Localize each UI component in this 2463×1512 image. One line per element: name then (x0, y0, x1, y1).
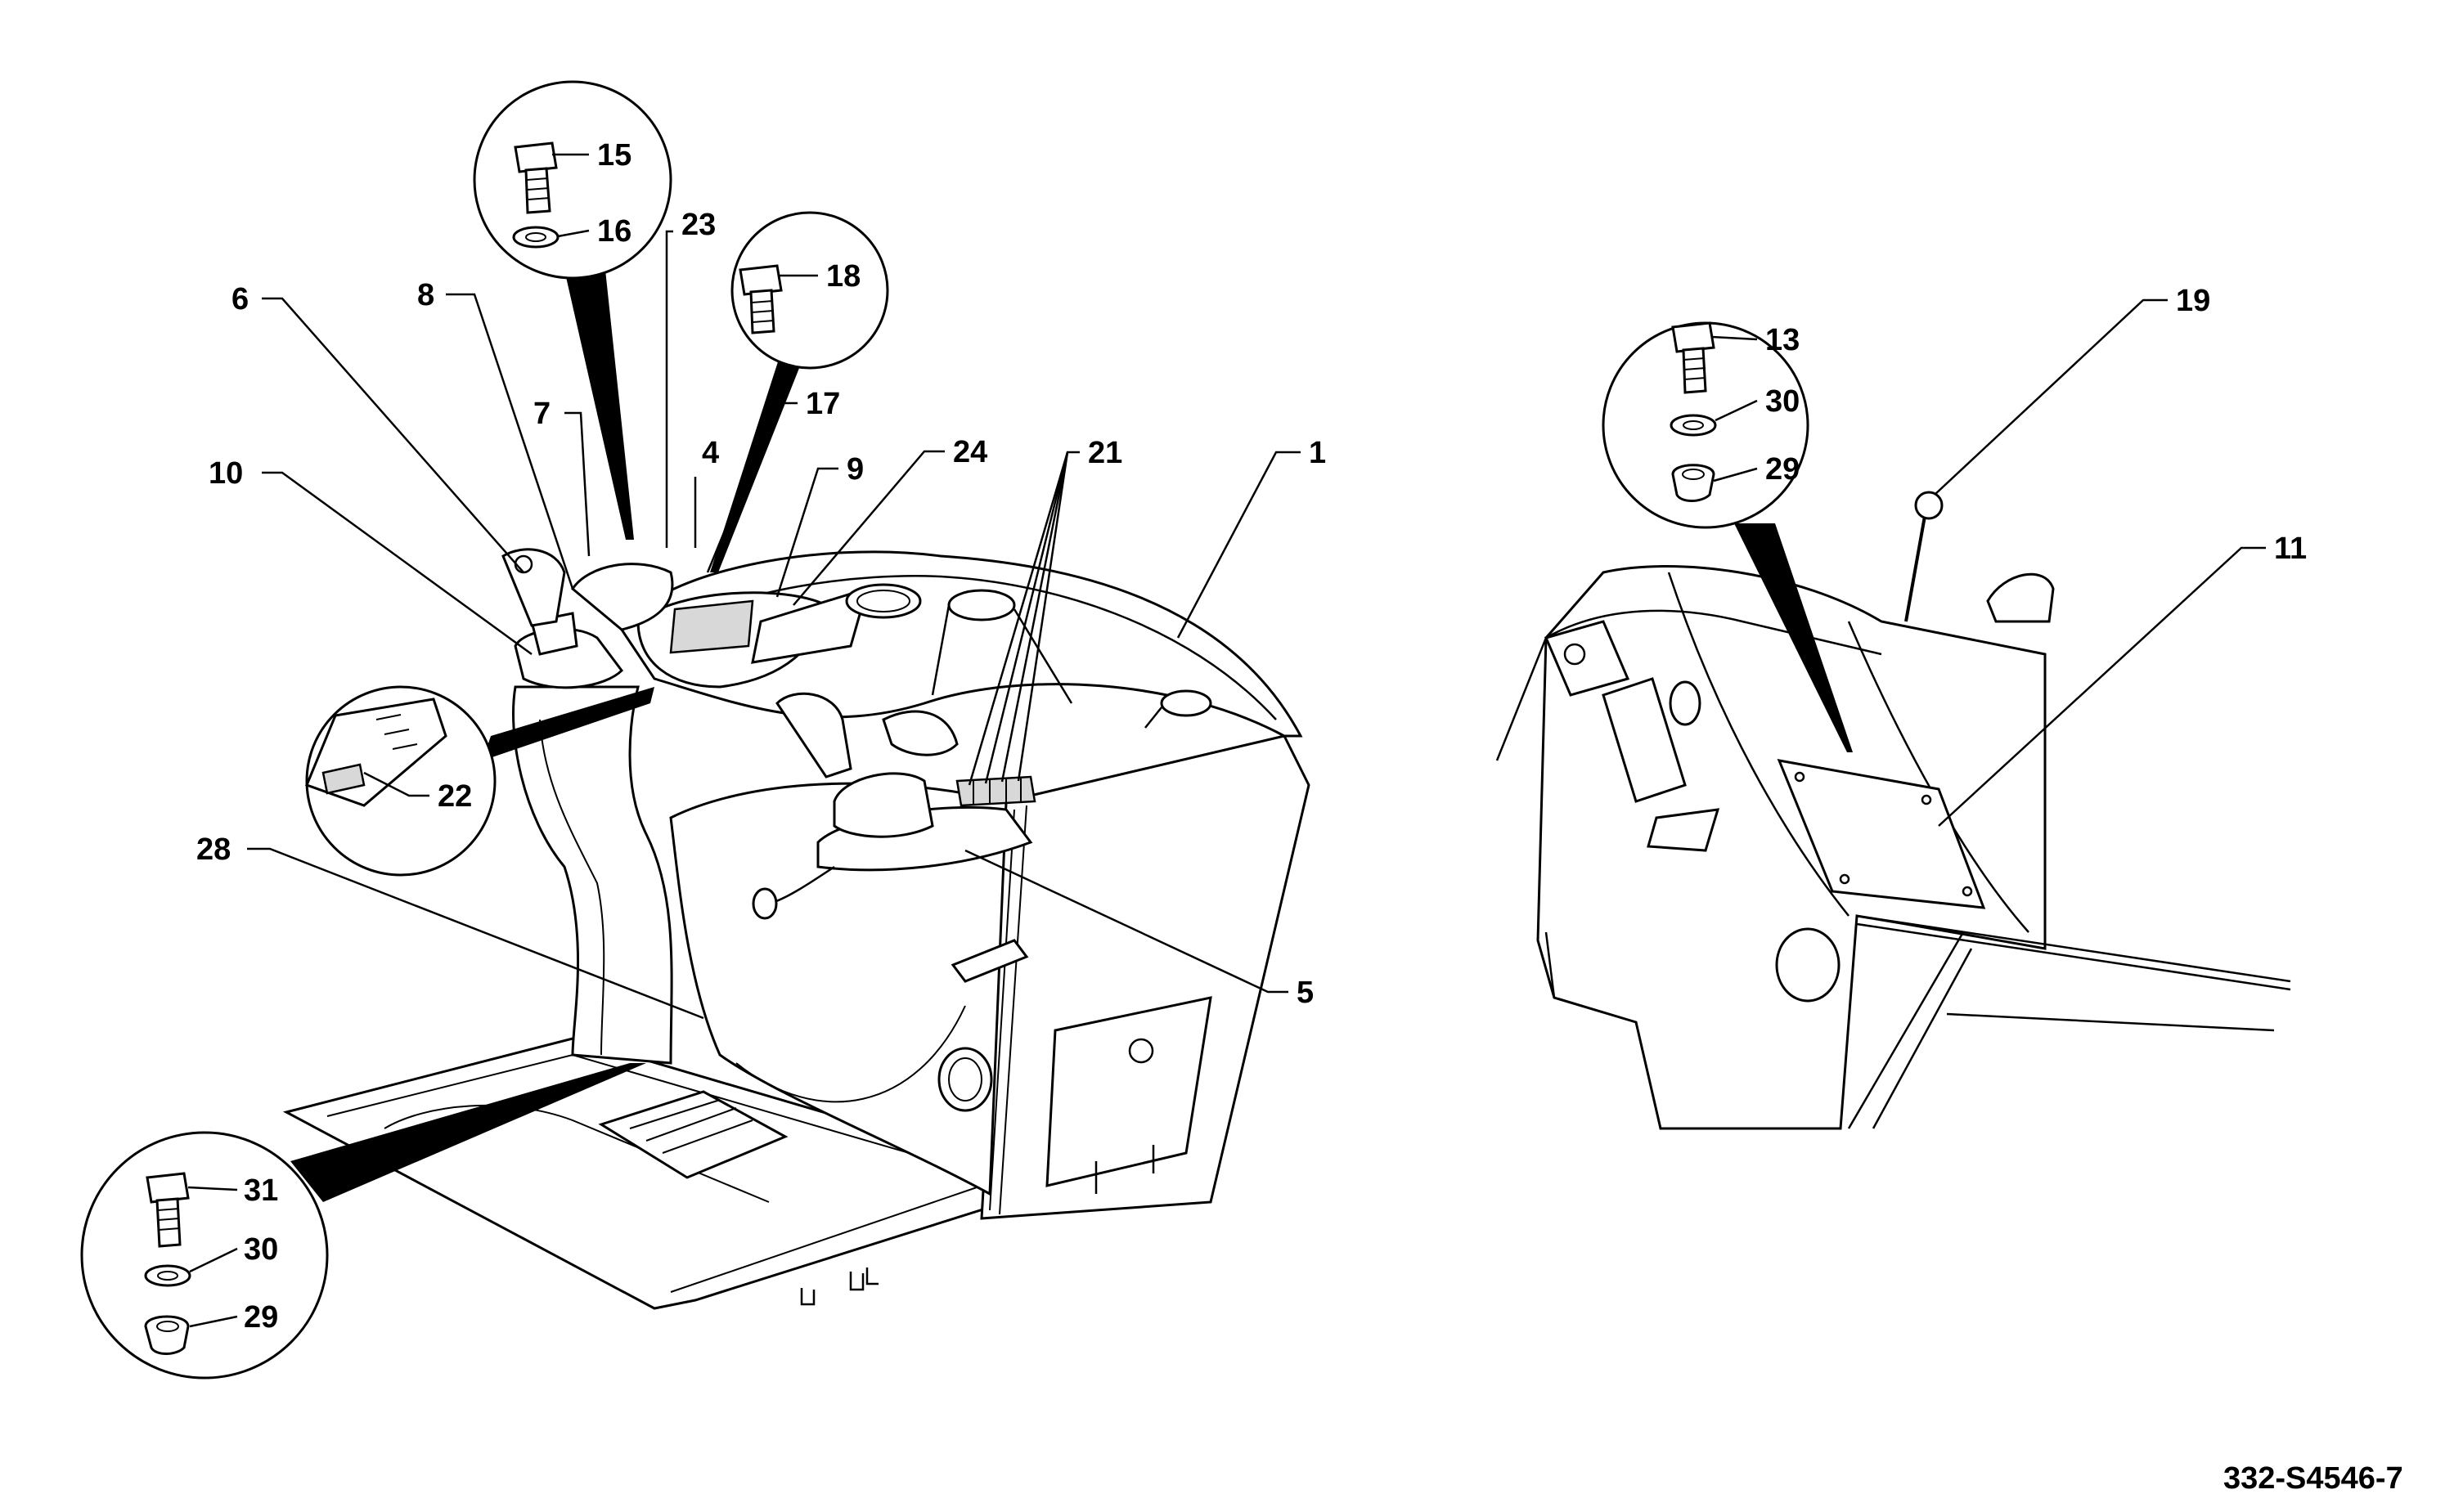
callout-28: 28 (196, 832, 231, 867)
leader-lines (187, 153, 2266, 1328)
callout-15: 15 (597, 138, 631, 173)
detail-circle-bolt-18 (710, 211, 889, 572)
callout-18: 18 (826, 259, 861, 294)
callout-23: 23 (681, 208, 716, 242)
callout-1: 1 (1309, 436, 1326, 470)
callout-16: 16 (597, 214, 631, 249)
callout-30-left: 30 (244, 1232, 278, 1267)
detail-circle-bolts-31-30-29 (80, 1063, 646, 1380)
callout-9: 9 (847, 452, 864, 487)
callout-10: 10 (209, 456, 243, 491)
callout-22: 22 (438, 779, 472, 814)
right-rear-assembly (1495, 491, 2291, 1130)
drawing-reference-code: 332-S4546-7 (2223, 1461, 2403, 1496)
callout-29-right: 29 (1765, 452, 1800, 487)
callout-24: 24 (953, 435, 987, 469)
callout-8: 8 (417, 278, 434, 312)
left-console-assembly (282, 548, 1310, 1310)
callout-6: 6 (231, 282, 249, 316)
callout-4: 4 (702, 436, 719, 470)
detail-circle-bolts-13-30-29 (1602, 321, 1853, 752)
callout-19: 19 (2176, 284, 2210, 318)
detail-circle-switch-22 (305, 685, 654, 877)
callout-21: 21 (1088, 436, 1122, 470)
callout-13: 13 (1765, 323, 1800, 357)
callout-29-left: 29 (244, 1300, 278, 1335)
callout-labels: 1 4 5 6 7 8 9 10 11 13 15 16 17 18 19 21… (196, 138, 2307, 1335)
callout-7: 7 (533, 397, 551, 431)
callout-17: 17 (806, 387, 840, 421)
callout-11: 11 (2274, 532, 2307, 566)
callout-5: 5 (1297, 976, 1314, 1010)
callout-31: 31 (244, 1173, 278, 1208)
detail-circle-bolts-15-16 (473, 80, 672, 540)
callout-30-right: 30 (1765, 384, 1800, 419)
